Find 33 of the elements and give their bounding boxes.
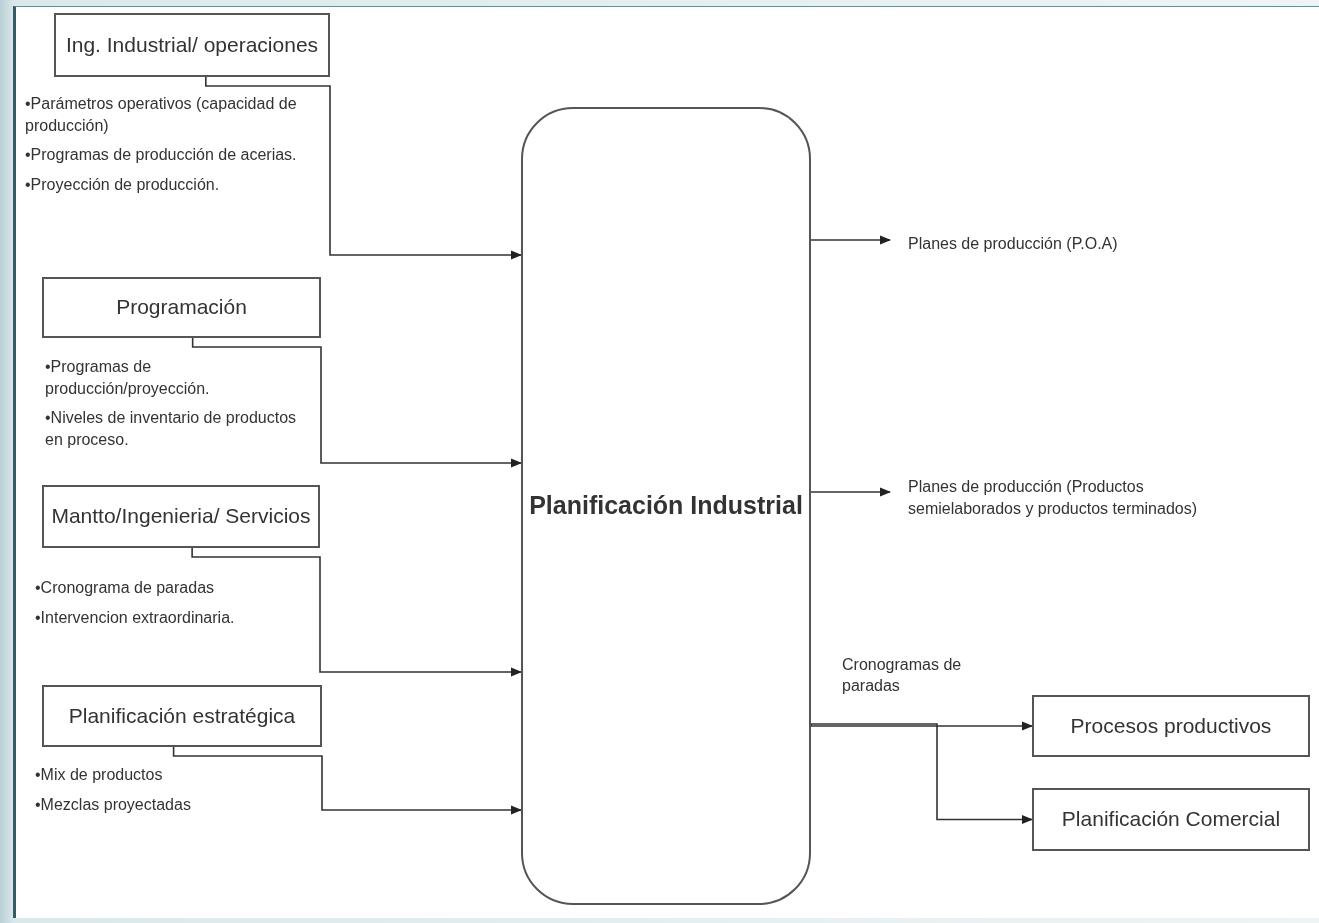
node-label: Procesos productivos: [1070, 712, 1272, 739]
node-label: Planes de producción (P.O.A): [908, 233, 1118, 254]
node-label: Mantto/Ingenieria/ Servicios: [51, 503, 311, 530]
node-label: Planificación Industrial: [529, 490, 803, 522]
process-box: [54, 13, 330, 77]
process-box: [1032, 695, 1310, 757]
connector-arrow: [191, 337, 523, 468]
bullet-text: •Mix de productos: [35, 765, 164, 785]
bullet-text: •Cronograma de paradas: [35, 578, 216, 598]
process-box: [1032, 788, 1310, 851]
process-box: [42, 485, 320, 548]
rounded-process-box: [521, 107, 811, 905]
node-label: Ing. Industrial/ operaciones: [65, 31, 319, 58]
connector-arrow: [810, 723, 1034, 824]
connector-arrow: [810, 721, 1034, 731]
bullet-text: •Mezclas proyectadas: [35, 794, 192, 815]
bullet-text: •Programas de producción de acerias.: [25, 145, 298, 166]
connector-arrow: [810, 235, 892, 245]
connector-arrow: [172, 746, 523, 815]
node-label: Planes de producción (Productos semielaborados y productos terminados): [908, 476, 1199, 519]
bullet-text: •Parámetros operativos (capacidad de producción): [25, 94, 298, 136]
bullet-text: •Programas de producción/proyección.: [45, 357, 211, 399]
process-box: [42, 277, 321, 338]
bullet-text: •Intervencion extraordinaria.: [35, 607, 236, 628]
node-label: Programación: [116, 294, 247, 321]
node-label: Planificación estratégica: [68, 702, 296, 729]
process-box: [42, 685, 322, 747]
connector-arrow: [205, 76, 523, 260]
node-label: Planificación Comercial: [1061, 806, 1281, 833]
connector-arrow: [191, 547, 523, 677]
connector-arrow: [810, 487, 892, 497]
bullet-text: •Niveles de inventario de productos en proceso.: [45, 408, 298, 450]
bullet-text: •Proyección de producción.: [25, 174, 221, 195]
